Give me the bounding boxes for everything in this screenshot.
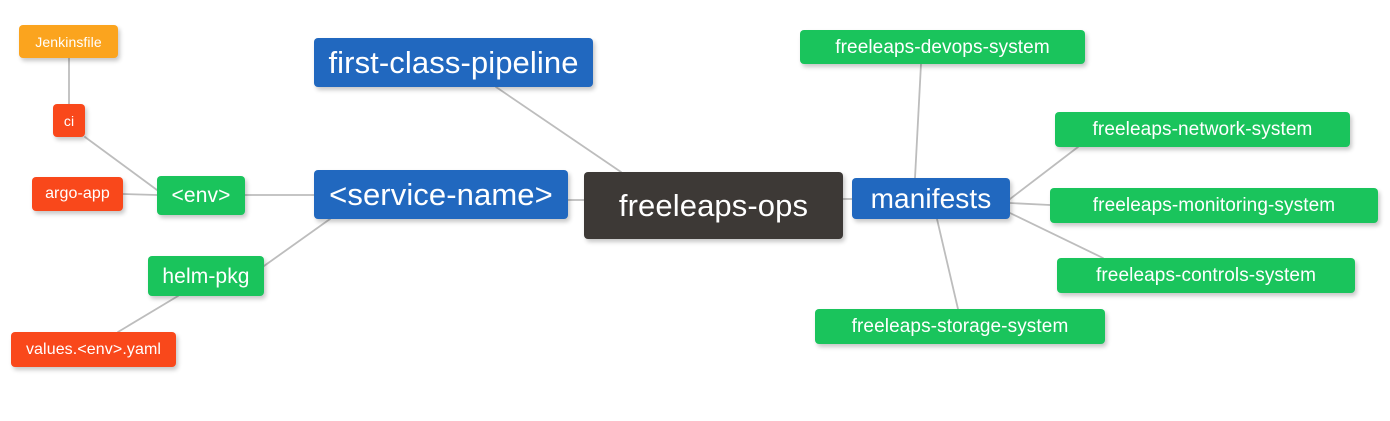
edge-service-name-to-helm-pkg	[263, 218, 331, 267]
node-label: <env>	[171, 184, 231, 207]
node-label: ci	[63, 112, 75, 129]
node-label: freeleaps-controls-system	[1095, 265, 1317, 286]
edge-helm-pkg-to-values-yaml	[117, 295, 179, 333]
mindmap-node-values-yaml[interactable]: values.<env>.yaml	[11, 332, 176, 367]
mindmap-node-storage-system[interactable]: freeleaps-storage-system	[815, 309, 1105, 344]
edge-argo-app-to-env	[122, 193, 158, 196]
edge-manifests-to-devops-system	[914, 63, 922, 179]
node-label: freeleaps-devops-system	[835, 36, 1050, 58]
mindmap-node-helm-pkg[interactable]: helm-pkg	[148, 256, 264, 296]
node-label: manifests	[870, 182, 992, 214]
node-label: helm-pkg	[162, 264, 250, 288]
edge-manifests-to-storage-system	[936, 218, 959, 310]
node-label: freeleaps-storage-system	[851, 316, 1069, 337]
node-label: argo-app	[45, 185, 110, 202]
node-label: first-class-pipeline	[328, 45, 579, 80]
node-label: values.<env>.yaml	[25, 340, 162, 358]
mindmap-node-monitoring-system[interactable]: freeleaps-monitoring-system	[1050, 188, 1378, 223]
node-label: freeleaps-monitoring-system	[1092, 195, 1336, 216]
mindmap-node-first-class-pipeline[interactable]: first-class-pipeline	[314, 38, 593, 87]
mindmap-node-devops-system[interactable]: freeleaps-devops-system	[800, 30, 1085, 64]
node-label: freeleaps-network-system	[1092, 119, 1313, 140]
mindmap-node-controls-system[interactable]: freeleaps-controls-system	[1057, 258, 1355, 293]
mindmap-node-env[interactable]: <env>	[157, 176, 245, 215]
mindmap-node-argo-app[interactable]: argo-app	[32, 177, 123, 211]
mindmap-node-ci[interactable]: ci	[53, 104, 85, 137]
node-label: <service-name>	[329, 177, 553, 212]
mindmap-node-service-name[interactable]: <service-name>	[314, 170, 568, 219]
mindmap-node-manifests[interactable]: manifests	[852, 178, 1010, 219]
node-label: freeleaps-ops	[618, 188, 809, 223]
edge-first-class-pipeline-to-freeleaps-ops	[495, 86, 622, 173]
node-label: Jenkinsfile	[35, 33, 102, 50]
mindmap-node-freeleaps-ops[interactable]: freeleaps-ops	[584, 172, 843, 239]
mindmap-node-jenkinsfile[interactable]: Jenkinsfile	[19, 25, 118, 58]
mindmap-node-network-system[interactable]: freeleaps-network-system	[1055, 112, 1350, 147]
edge-manifests-to-monitoring-system	[1009, 202, 1051, 206]
